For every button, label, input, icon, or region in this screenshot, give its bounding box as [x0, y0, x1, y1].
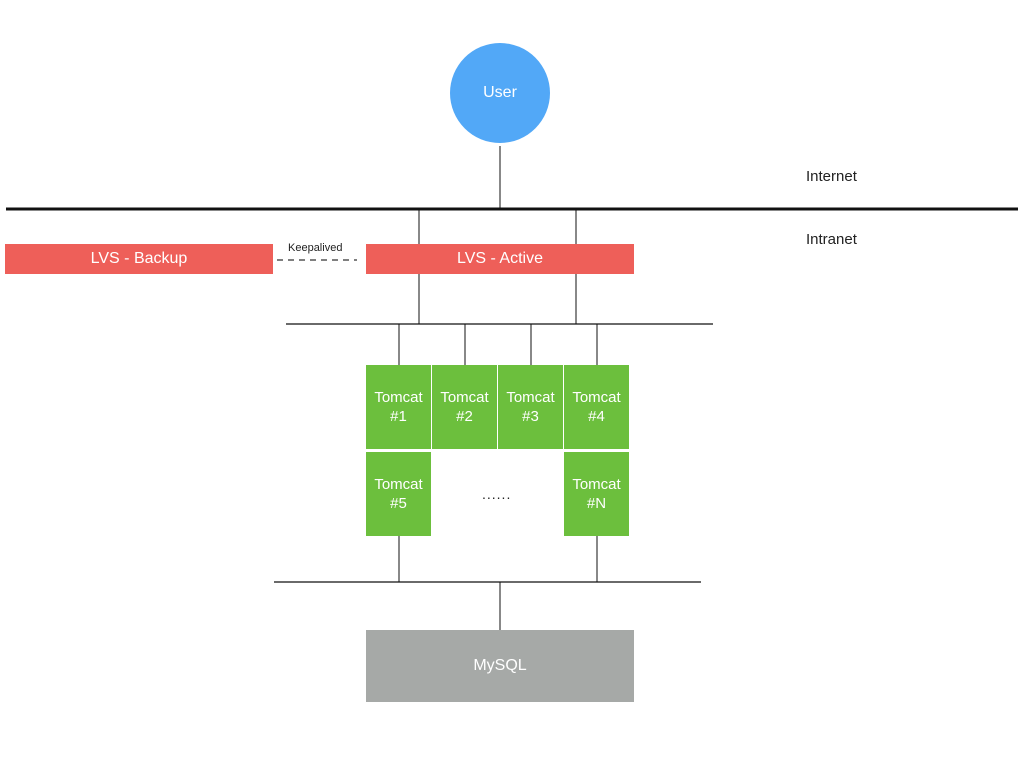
tomcat-index: #5: [390, 495, 407, 512]
user-node: User: [450, 43, 550, 143]
tomcat-node: Tomcat #5: [366, 452, 431, 536]
lvs-backup-label: LVS - Backup: [90, 250, 188, 267]
tomcat-index: #1: [390, 408, 407, 425]
lvs-active-node: LVS - Active: [366, 244, 634, 274]
tomcat-index: #N: [586, 495, 607, 512]
ellipsis-label: ......: [482, 486, 512, 502]
tomcat-index: #3: [522, 408, 539, 425]
tomcat-name: Tomcat: [440, 389, 489, 406]
tomcat-node: Tomcat #N: [564, 452, 629, 536]
tomcat-node: Tomcat #4: [564, 365, 629, 449]
user-label: User: [483, 84, 517, 101]
lvs-active-label: LVS - Active: [457, 250, 543, 267]
tomcat-name: Tomcat: [506, 389, 555, 406]
internet-zone-label: Internet: [806, 168, 857, 185]
tomcat-index: #2: [456, 408, 473, 425]
tomcat-node: Tomcat #1: [366, 365, 431, 449]
tomcat-name: Tomcat: [572, 389, 621, 406]
tomcat-name: Tomcat: [572, 476, 621, 493]
tomcat-node: Tomcat #2: [432, 365, 497, 449]
tomcat-index: #4: [588, 408, 605, 425]
tomcat-node: Tomcat #3: [498, 365, 563, 449]
keepalived-label: Keepalived: [288, 242, 343, 254]
lvs-backup-node: LVS - Backup: [5, 244, 273, 274]
intranet-zone-label: Intranet: [806, 231, 857, 248]
mysql-node: MySQL: [366, 630, 634, 702]
mysql-label: MySQL: [473, 657, 527, 674]
tomcat-name: Tomcat: [374, 476, 423, 493]
tomcat-name: Tomcat: [374, 389, 423, 406]
